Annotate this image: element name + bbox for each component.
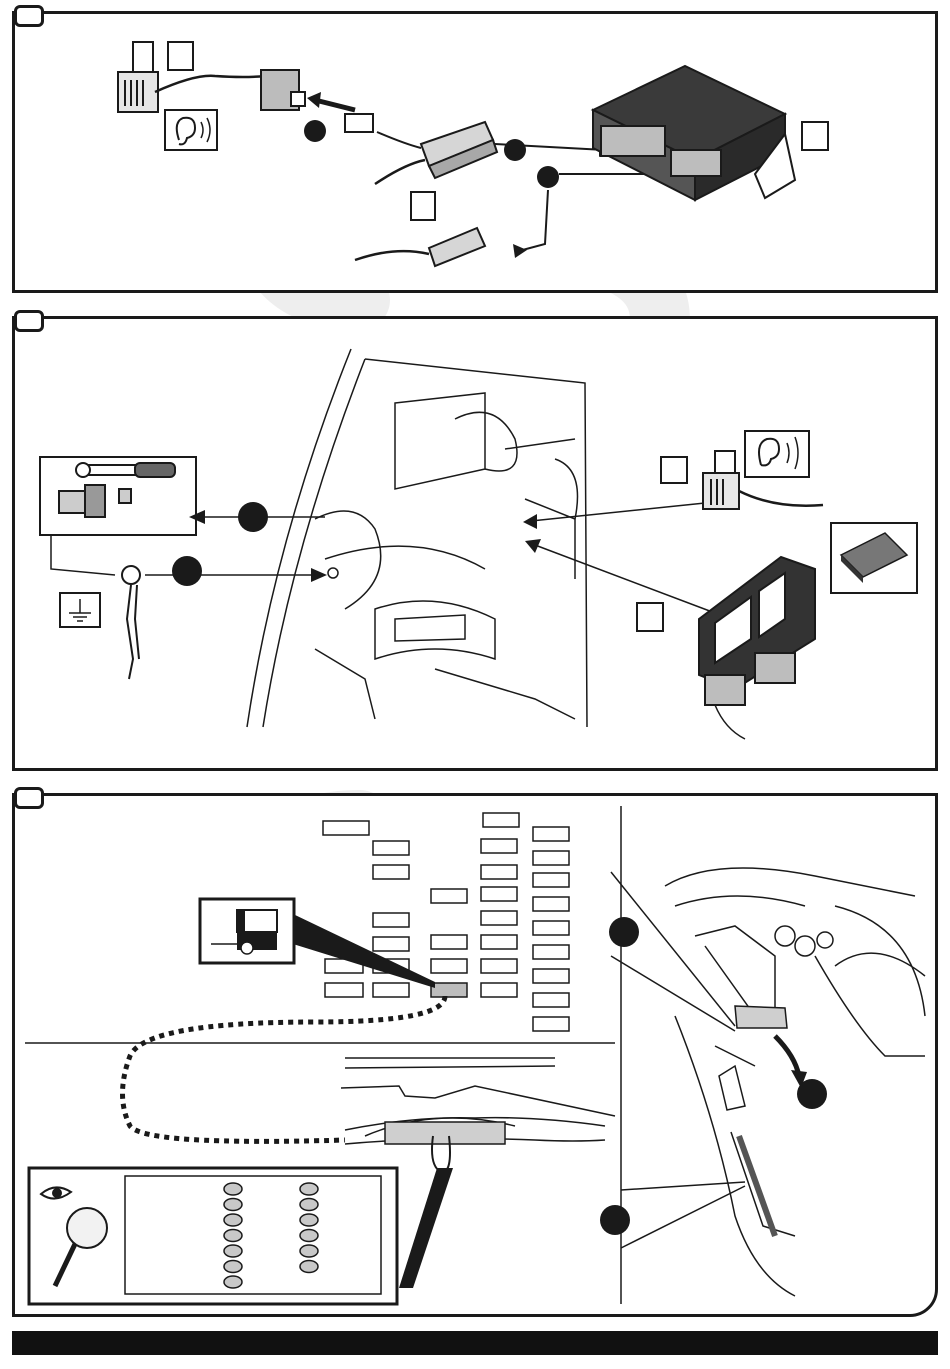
led-indicator [224, 1214, 242, 1226]
zoom-pointer [399, 1168, 453, 1288]
led-indicator [224, 1199, 242, 1211]
ratchet-icon [76, 463, 175, 477]
callout-dot [504, 139, 526, 161]
step-3-panel [12, 793, 938, 1317]
callout-dot [609, 917, 639, 947]
control-unit [699, 557, 815, 705]
led-indicator [300, 1230, 318, 1242]
vehicle-interior [247, 349, 587, 727]
step-2-tab [14, 310, 44, 332]
ear-sound-icon [745, 431, 809, 477]
step-1-tab [14, 5, 44, 27]
plug-connector [261, 70, 305, 110]
ear-sound-icon [165, 110, 217, 150]
callout-dot [304, 120, 326, 142]
led-indicator [224, 1183, 242, 1195]
lower-connector [429, 228, 485, 266]
step-3-tab [14, 787, 44, 809]
wire-route [123, 996, 446, 1141]
callout-dot [537, 166, 559, 188]
callout-box [637, 603, 663, 631]
led-indicator [300, 1261, 318, 1273]
led-indicator [224, 1245, 242, 1257]
sensor-module [118, 42, 158, 112]
led-indicator [300, 1183, 318, 1195]
callout-box [661, 457, 687, 483]
step-3-diagram [15, 796, 935, 1314]
led-indicator [300, 1199, 318, 1211]
harness-connector [421, 122, 497, 178]
sensor-module [703, 451, 739, 509]
step-1-diagram [15, 14, 935, 290]
callout-box [168, 42, 193, 70]
led-indicator [300, 1245, 318, 1257]
step-2-diagram [15, 319, 935, 768]
tape-icon [831, 523, 917, 593]
callout-dot [797, 1079, 827, 1109]
callout-box [802, 122, 828, 150]
callout-dot [600, 1205, 630, 1235]
callout-box [411, 192, 435, 220]
ground-terminal [122, 566, 140, 679]
control-unit [593, 66, 795, 200]
led-indicator [224, 1230, 242, 1242]
mating-connector [345, 114, 373, 132]
footer-bar [12, 1331, 938, 1355]
led-indicator [224, 1276, 242, 1288]
callout-dot [172, 556, 202, 586]
led-indicator [224, 1261, 242, 1273]
tool-box [40, 457, 196, 535]
step-1-panel [12, 11, 938, 293]
led-inspect-panel [29, 1168, 397, 1304]
led-indicator [300, 1214, 318, 1226]
ground-icon [60, 593, 100, 627]
harness-bundle [341, 1058, 615, 1172]
nut [119, 489, 131, 503]
step-2-panel [12, 316, 938, 771]
vehicle-dashboard [665, 868, 925, 1296]
